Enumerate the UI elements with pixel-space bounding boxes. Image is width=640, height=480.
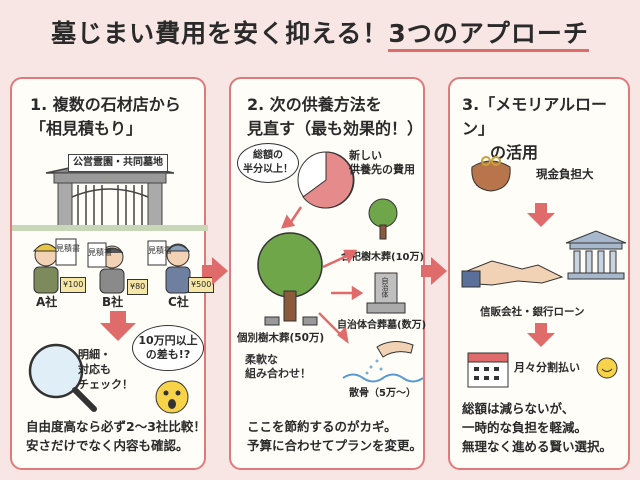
option-individual-tree: 個別樹木葬(50万) <box>237 332 325 344</box>
individual-tree-icon <box>257 232 323 326</box>
panel2-title-line2: 見直す（最も効果的！） <box>247 119 424 138</box>
panel3-footer-line2: 一時的な負担を軽減。 <box>462 420 588 435</box>
title-highlight: 3つのアプローチ <box>388 19 589 52</box>
panel3-title-line2: の活用 <box>490 143 539 162</box>
craftsman-b <box>87 242 125 294</box>
panel1-title-line2: 「相見積もり」 <box>30 119 143 138</box>
arrow-right-icon <box>202 257 228 285</box>
pie-label-line2: 半分以上！ <box>243 164 293 175</box>
panel1-footer-line2: 安さだけでなく内容も確認。 <box>26 438 189 453</box>
arrow-right-icon-2 <box>421 257 447 285</box>
panel1-footer: 自由度高なら必ず2〜3社比較！ 安さだけでなく内容も確認。 <box>26 417 206 455</box>
magnifier-icon <box>28 343 97 412</box>
panel3-title-line1: 3.「メモリアルローン」 <box>462 95 608 138</box>
panel3-footer-line1: 総額は減らないが、 <box>462 401 575 416</box>
panel2-footer-line1: ここを節約するのがカギ。 <box>247 419 397 434</box>
shop-label-b: B社 <box>102 295 124 309</box>
shared-tree-icon <box>368 198 398 240</box>
price-diff-bubble: 10万円以上 の差も!? <box>132 325 204 371</box>
panel2-title: 2. 次の供養方法を 見直す（最も効果的！） <box>247 93 423 141</box>
option-shared-tree: 合祀樹木葬(10万) <box>341 252 425 263</box>
panel3-footer: 総額は減らないが、 一時的な負担を軽減。 無理なく進める賢い選択。 <box>462 399 612 456</box>
option-arrows <box>280 206 364 344</box>
magnifier-text-2: 対応も <box>78 363 111 376</box>
panel1-title-line1: 1. 複数の石材店から <box>30 95 181 114</box>
new-cost-line2: 供養先の費用 <box>349 163 415 176</box>
calendar-icon <box>467 352 509 388</box>
grave-stone-text: 自治体 <box>381 277 389 298</box>
diff-bubble-line1: 10万円以上 <box>138 334 198 347</box>
stonemason-illustrations <box>32 238 191 294</box>
panel2-title-line1: 2. 次の供養方法を <box>247 95 382 114</box>
flexible-line1: 柔軟な <box>245 353 278 366</box>
craftsman-a <box>32 238 77 294</box>
down-arrow-icon-2 <box>527 203 555 227</box>
gate-sign: 公営霊園・共同墓地 <box>68 154 168 172</box>
panel-memorial-method: 2. 次の供養方法を 見直す（最も効果的！） 総額の 半分以上！ 新しい 供養先… <box>229 77 427 470</box>
panel1-title: 1. 複数の石材店から 「相見積もり」 <box>30 93 181 141</box>
new-cost-label: 新しい 供養先の費用 <box>349 149 415 177</box>
option-scattering: 散骨（5万〜） <box>349 388 416 399</box>
surprised-face-icon <box>155 380 189 414</box>
cash-burden-label: 現金負担大 <box>536 167 594 181</box>
flexible-line2: 組み合わせ！ <box>245 367 311 380</box>
panel-memorial-loan: 3.「メモリアルローン」 の活用 現金負担大 信販会社・銀行ローン 月々分割払い… <box>448 77 630 470</box>
estimate-doc-c: 見積書 <box>148 246 172 255</box>
cost-pie-icon <box>297 151 355 209</box>
pie-label-line1: 総額の <box>253 150 283 161</box>
shop-label-c: C社 <box>168 295 189 309</box>
coin-purse-icon <box>471 156 511 192</box>
wave-icon <box>342 373 424 383</box>
panel3-footer-line3: 無理なく進める賢い選択。 <box>462 439 613 454</box>
pie-label-bubble: 総額の 半分以上！ <box>237 143 299 183</box>
shop-label-a: A社 <box>36 295 58 309</box>
lenders-label: 信販会社・銀行ローン <box>480 306 585 318</box>
flexible-combo: 柔軟な 組み合わせ！ <box>245 353 311 381</box>
title-main: 墓じまい費用を安く抑える！ <box>51 19 389 48</box>
price-tag-b: ¥80 <box>127 279 149 295</box>
panel2-footer: ここを節約するのがカギ。 予算に合わせてプランを変更。 <box>247 417 422 455</box>
municipal-grave-icon <box>366 272 406 314</box>
panel3-title: 3.「メモリアルローン」 の活用 <box>462 93 628 165</box>
monthly-label: 月々分割払い <box>514 361 580 374</box>
magnifier-text-1: 明細・ <box>78 348 111 361</box>
scattering-hand-icon <box>365 341 414 375</box>
smile-icon <box>596 357 618 379</box>
down-arrow-icon-3 <box>527 323 555 347</box>
magnifier-text: 明細・ 対応も チェック！ <box>78 347 133 392</box>
price-tag-a: ¥100 <box>60 277 87 293</box>
option-municipal-grave: 自治体合葬墓(数万) <box>337 320 427 331</box>
panel-estimates: 1. 複数の石材店から 「相見積もり」 公営霊園・共同墓地 <box>10 77 215 470</box>
craftsman-c <box>147 240 191 294</box>
handshake-bank-icon <box>461 230 627 288</box>
down-arrow-icon <box>100 311 136 341</box>
new-cost-line1: 新しい <box>349 149 382 162</box>
page-title: 墓じまい費用を安く抑える！3つのアプローチ <box>0 14 640 52</box>
diff-bubble-line2: の差も!? <box>145 348 191 361</box>
price-tag-c: ¥500 <box>188 277 215 293</box>
panel2-footer-line2: 予算に合わせてプランを変更。 <box>247 438 423 453</box>
estimate-doc-b: 見積書 <box>88 248 112 257</box>
magnifier-text-3: チェック！ <box>78 378 133 391</box>
estimate-doc-a: 見積書 <box>56 244 80 253</box>
panel1-footer-line1: 自由度高なら必ず2〜3社比較！ <box>26 419 206 434</box>
